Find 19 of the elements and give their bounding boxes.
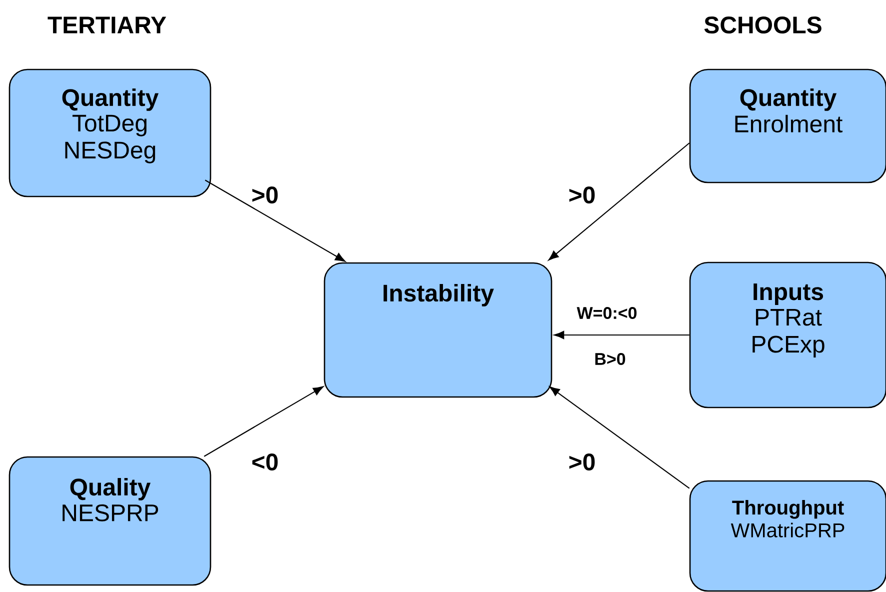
concept-box: Quantity Enrolment	[689, 68, 886, 184]
arrow	[204, 180, 346, 262]
edge-label: >0	[567, 186, 597, 204]
arrow	[549, 386, 690, 489]
sign-label: B>0	[595, 352, 626, 366]
concept-box: Quantity TotDeg NESDeg	[8, 68, 212, 198]
arrow	[204, 386, 324, 457]
concept-box: Throughput WMatricPRP	[689, 480, 886, 592]
arrow	[548, 142, 690, 260]
edge-label: >0	[250, 186, 280, 204]
column-heading: SCHOOLS	[704, 16, 822, 34]
column-heading: TERTIARY	[48, 16, 166, 34]
concept-box: Instability	[324, 262, 552, 398]
edge-label: W=0:<0	[576, 306, 638, 320]
arrow	[554, 330, 690, 340]
concept-box: Quality NESPRP	[8, 456, 212, 586]
edge-label: <0	[250, 452, 280, 472]
concept-box: Inputs PTRat PCExp	[689, 262, 886, 408]
edge-label: >0	[567, 452, 597, 472]
